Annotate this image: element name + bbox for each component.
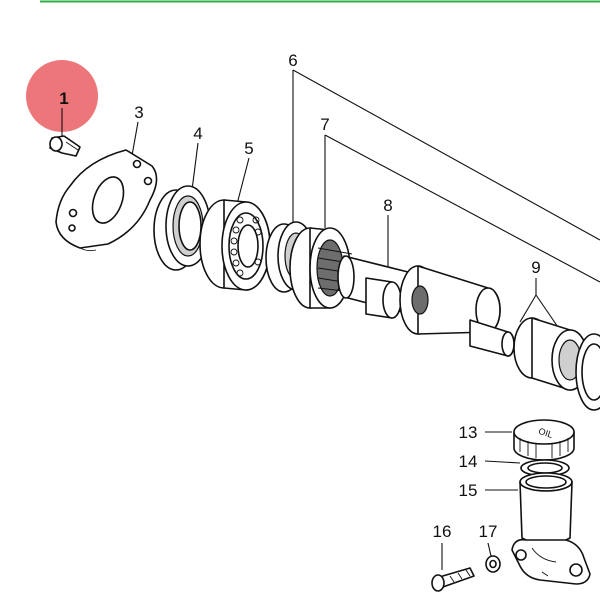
callout-14[interactable]: 14: [459, 452, 478, 471]
callout-6[interactable]: 6: [288, 51, 297, 70]
part-13-oil-filler-cap[interactable]: OIL: [513, 419, 575, 461]
callout-13[interactable]: 13: [459, 423, 478, 442]
callout-labels: 1 3 4 5 6 7 8 9 13 14 15 16 17: [59, 51, 540, 541]
callout-5[interactable]: 5: [244, 139, 253, 158]
callout-15[interactable]: 15: [459, 481, 478, 500]
highlight-circle[interactable]: [26, 60, 98, 132]
part-17-washer[interactable]: [485, 555, 501, 573]
part-8-shaft[interactable]: [337, 255, 515, 357]
callout-9[interactable]: 9: [531, 258, 540, 277]
part-9-bearing[interactable]: [513, 317, 600, 411]
part-16-bolt[interactable]: [431, 567, 475, 592]
callout-17[interactable]: 17: [479, 522, 498, 541]
part-3-flange-plate[interactable]: [55, 149, 158, 252]
callout-3[interactable]: 3: [134, 103, 143, 122]
part-1-bolt[interactable]: [49, 135, 81, 157]
callout-8[interactable]: 8: [383, 196, 392, 215]
callout-16[interactable]: 16: [433, 522, 452, 541]
callout-4[interactable]: 4: [193, 124, 202, 143]
callout-1[interactable]: 1: [59, 89, 68, 108]
callout-7[interactable]: 7: [320, 115, 329, 134]
part-4-seal-ring[interactable]: [153, 185, 211, 271]
cap-engraving: OIL: [537, 426, 554, 440]
leader-lines: [61, 69, 600, 570]
part-7-splined-sleeve[interactable]: [289, 227, 359, 309]
part-15-reservoir[interactable]: [511, 472, 591, 585]
part-5-roller-bearing[interactable]: [199, 199, 271, 291]
